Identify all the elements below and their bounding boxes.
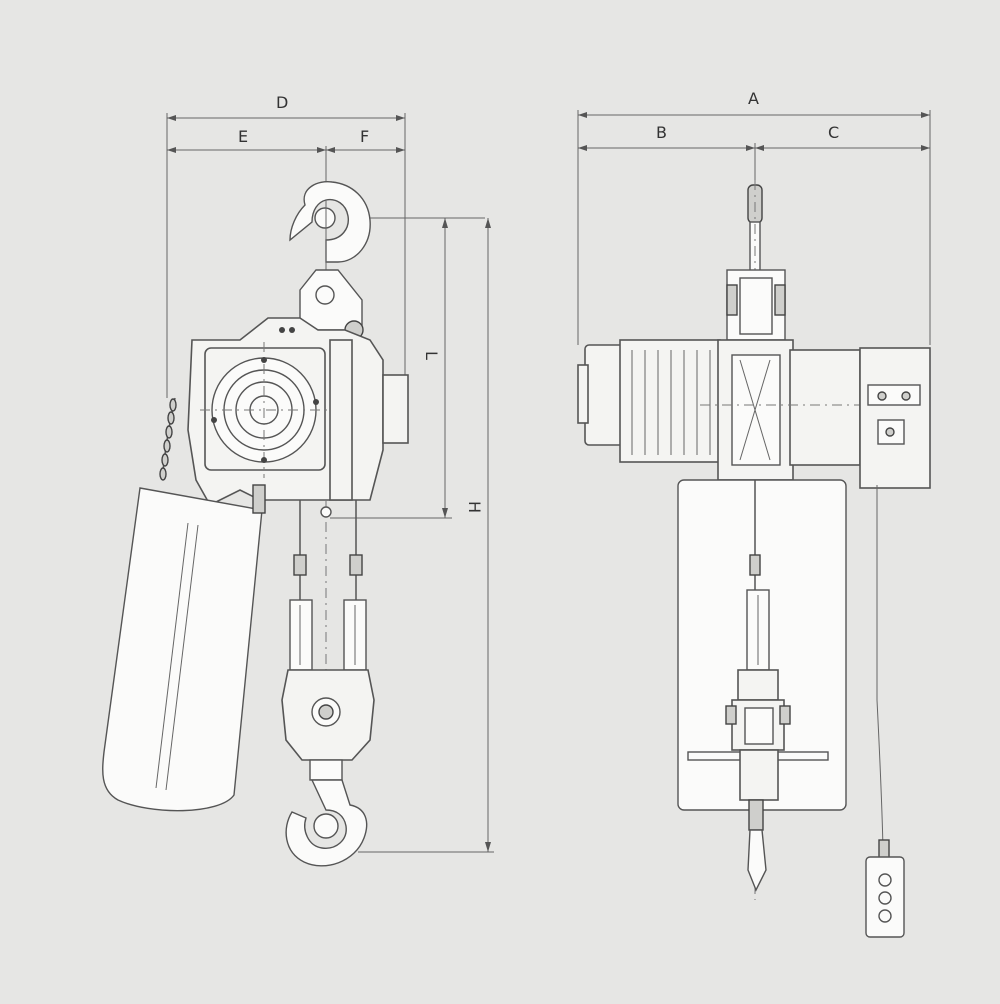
pendant-controller <box>865 839 905 938</box>
hoist-body-side <box>187 317 409 507</box>
dimension-label-h: H <box>465 501 484 513</box>
dimension-label-e: E <box>238 127 248 146</box>
motor-front <box>577 339 721 463</box>
pendant-button-up <box>878 873 892 887</box>
dimension-label-c: C <box>828 123 839 142</box>
side-view: D E F L H <box>102 93 494 867</box>
bottom-hook-front <box>747 799 767 892</box>
bottom-block-side <box>281 599 375 781</box>
hand-chain <box>159 397 177 481</box>
bottom-hook <box>285 779 368 867</box>
suspension-bracket <box>726 269 786 341</box>
brake-housing-front <box>700 347 935 489</box>
dimension-l-group: L <box>330 217 485 519</box>
dimension-a-group: A <box>577 89 931 345</box>
dimension-label-a: A <box>748 89 759 108</box>
gear-housing-front <box>717 339 794 481</box>
dimension-h-group: H <box>358 218 494 853</box>
dimension-bc-group: B C <box>578 123 930 200</box>
pendant-cable <box>876 485 884 851</box>
pendant-button-down <box>878 891 892 905</box>
chain-container <box>102 484 266 812</box>
bottom-block-front <box>687 589 829 801</box>
dimension-d-group: D <box>166 93 406 400</box>
load-chains-side <box>293 500 363 680</box>
dimension-label-f: F <box>360 127 369 146</box>
dimension-ef-group: E F <box>167 127 405 262</box>
dimension-label-b: B <box>656 123 667 142</box>
dimension-label-d: D <box>276 93 288 112</box>
dimension-label-l: L <box>422 351 441 360</box>
load-chain-front <box>749 480 761 590</box>
pendant-button-stop <box>878 909 892 923</box>
front-view: A B C <box>577 89 935 938</box>
